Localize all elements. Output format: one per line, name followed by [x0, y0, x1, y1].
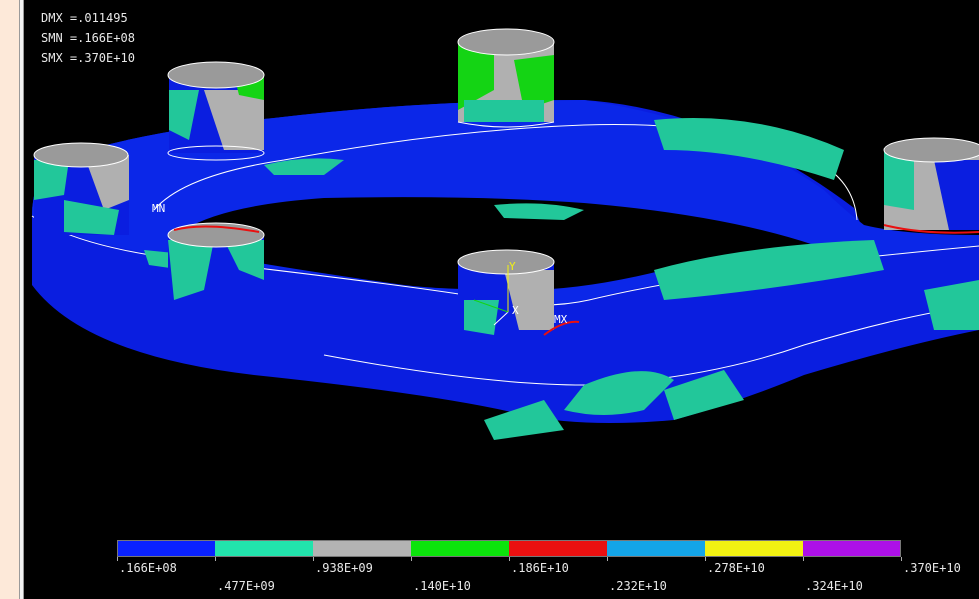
teal-patch: [654, 118, 844, 180]
legend-tick-label: .477E+09: [217, 579, 275, 593]
legend-swatch: [313, 540, 411, 557]
teal-patch: [264, 158, 344, 175]
teal-patch: [494, 203, 584, 220]
legend-tick: [313, 557, 314, 561]
bolt-boss: [33, 142, 129, 235]
min-marker: MN: [152, 202, 165, 215]
legend-swatch: [411, 540, 509, 557]
legend-tick-label: .232E+10: [609, 579, 667, 593]
teal-patch: [664, 370, 744, 420]
graphics-viewport[interactable]: DMX =.011495 SMN =.166E+08 SMX =.370E+10: [24, 0, 979, 599]
bolt-boss: [457, 249, 580, 345]
contour-legend: .166E+08 .938E+09 .186E+10 .278E+10 .370E+10…: [117, 540, 961, 593]
y-axis-label: Y: [509, 260, 516, 273]
legend-swatch: [607, 540, 705, 557]
x-axis-label: X: [512, 304, 519, 317]
legend-tick-label: .324E+10: [805, 579, 863, 593]
legend-tick: [705, 557, 706, 561]
legend-tick-label: .186E+10: [511, 561, 569, 575]
max-marker: MX: [554, 313, 568, 326]
legend-tick: [117, 557, 118, 561]
teal-patch: [924, 280, 979, 330]
legend-swatch: [215, 540, 313, 557]
bolt-boss: [167, 61, 265, 161]
ring-inner-hole: [182, 197, 814, 290]
legend-tick-label: .140E+10: [413, 579, 471, 593]
legend-tick: [803, 557, 804, 561]
legend-tick-label: .166E+08: [119, 561, 177, 575]
teal-patch: [654, 240, 884, 300]
smn-label: SMN =.166E+08: [41, 31, 135, 45]
legend-tick-label: .370E+10: [903, 561, 961, 575]
legend-swatch: [803, 540, 901, 557]
stress-contour-model: MN MX Y X: [31, 28, 979, 440]
legend-tick-label: .278E+10: [707, 561, 765, 575]
bolt-boss: [167, 222, 265, 316]
legend-swatch: [117, 540, 215, 557]
bolt-boss: [457, 28, 555, 128]
smx-label: SMX =.370E+10: [41, 51, 135, 65]
teal-patch: [564, 371, 674, 415]
legend-tick: [607, 557, 608, 561]
teal-patch: [484, 400, 564, 440]
legend-swatch: [705, 540, 803, 557]
legend-tick: [215, 557, 216, 561]
left-panel: [0, 0, 19, 599]
legend-tick: [509, 557, 510, 561]
legend-tick: [411, 557, 412, 561]
dmx-label: DMX =.011495: [41, 11, 128, 25]
window-border: [19, 0, 24, 599]
bolt-boss: [883, 137, 979, 234]
legend-swatch: [509, 540, 607, 557]
legend-tick-label: .938E+09: [315, 561, 373, 575]
legend-tick: [901, 557, 902, 561]
